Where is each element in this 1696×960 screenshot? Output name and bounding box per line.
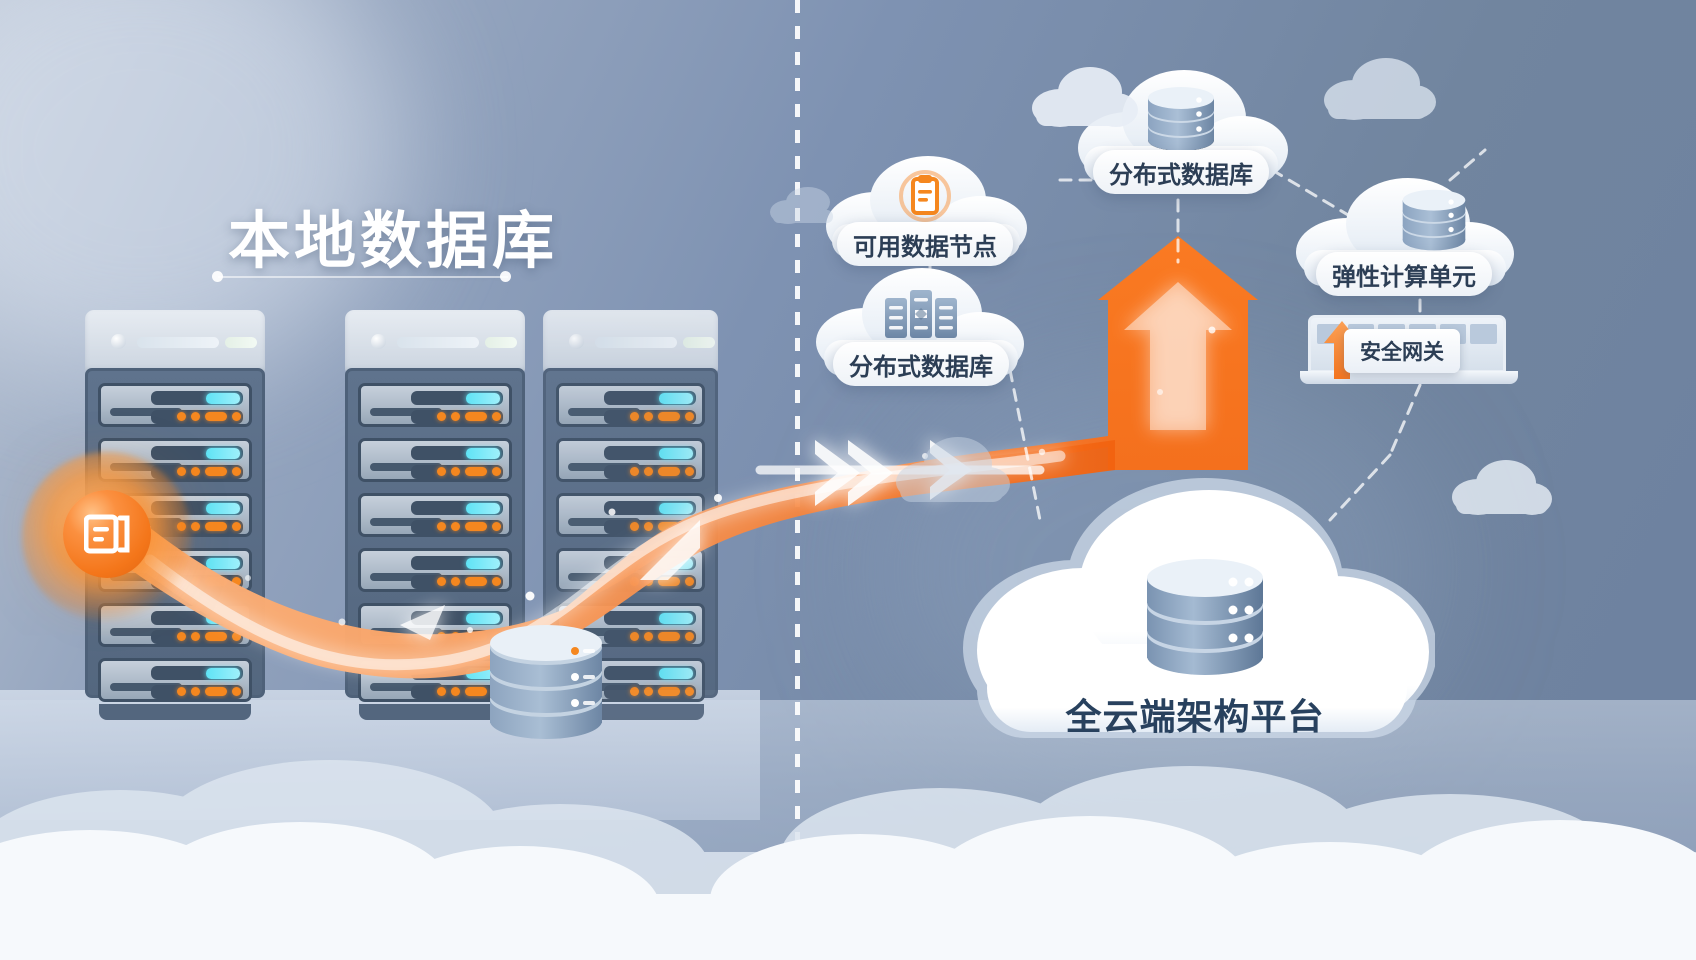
main-platform-label: 全云端架构平台 <box>1065 696 1325 737</box>
power-led-icon <box>569 334 584 349</box>
data-document-icon <box>84 514 130 554</box>
document-clipboard-icon <box>899 170 951 227</box>
server-blade <box>556 383 705 427</box>
main-platform-cloud[interactable]: 全云端架构平台 <box>955 470 1435 770</box>
database-cylinder-icon <box>1142 84 1220 161</box>
cloud-node-label: 弹性计算单元 <box>1316 252 1492 296</box>
rack-foot <box>359 704 511 720</box>
cloud-node-label: 分布式数据库 <box>1093 150 1269 194</box>
server-blade <box>98 658 252 702</box>
local-database-icon <box>483 595 609 755</box>
title-underline <box>218 276 508 278</box>
rack-top-panel <box>85 310 265 372</box>
rack-top-panel <box>345 310 525 372</box>
cloud-node-label: 可用数据节点 <box>837 222 1013 266</box>
database-cylinder-icon <box>1397 186 1471 261</box>
rack-top-panel <box>543 310 718 372</box>
arrow-up-icon <box>1124 282 1232 430</box>
source-node-icon[interactable] <box>63 490 151 578</box>
server-blade <box>358 548 512 592</box>
decor-cloud-icon <box>1032 67 1138 127</box>
gateway-label: 安全网关 <box>1344 329 1460 373</box>
server-blade <box>358 438 512 482</box>
server-blade <box>98 383 252 427</box>
server-blade <box>358 383 512 427</box>
rack-status-bar <box>137 337 219 348</box>
gateway-base <box>1300 371 1518 384</box>
cloud-node-available-data[interactable]: 可用数据节点 <box>818 148 1032 266</box>
server-blade <box>556 438 705 482</box>
server-cluster-icon <box>881 284 961 347</box>
rack-foot <box>99 704 251 720</box>
title-dot-left <box>212 271 223 282</box>
rack-status-bar-2 <box>683 337 715 348</box>
decor-cloud-icon <box>770 187 833 224</box>
bottom-cloud-bank <box>0 760 1696 960</box>
decor-cloud-icon <box>896 437 1010 502</box>
server-blade <box>556 493 705 537</box>
rack-status-bar-2 <box>485 337 517 348</box>
decor-cloud-icon <box>1324 58 1436 120</box>
cloud-node-elastic-compute[interactable]: 弹性计算单元 <box>1290 172 1518 296</box>
decor-cloud-icon <box>1452 460 1552 515</box>
title-dot-right <box>500 271 511 282</box>
rack-status-bar-2 <box>225 337 257 348</box>
power-led-icon <box>371 334 386 349</box>
chevron-right-icon <box>815 440 893 506</box>
security-gateway[interactable]: 安全网关 <box>1300 315 1518 395</box>
cloud-node-distributed-db-top[interactable]: 分布式数据库 <box>1072 62 1290 194</box>
server-blade <box>358 493 512 537</box>
rack-status-bar <box>397 337 479 348</box>
main-database-icon <box>1139 540 1271 691</box>
power-led-icon <box>111 334 126 349</box>
page-title: 本地数据库 <box>228 207 559 276</box>
rack-status-bar <box>595 337 677 348</box>
cloud-node-label: 分布式数据库 <box>833 342 1009 386</box>
cloud-node-distributed-db-left[interactable]: 分布式数据库 <box>812 262 1030 386</box>
server-blade <box>556 548 705 592</box>
